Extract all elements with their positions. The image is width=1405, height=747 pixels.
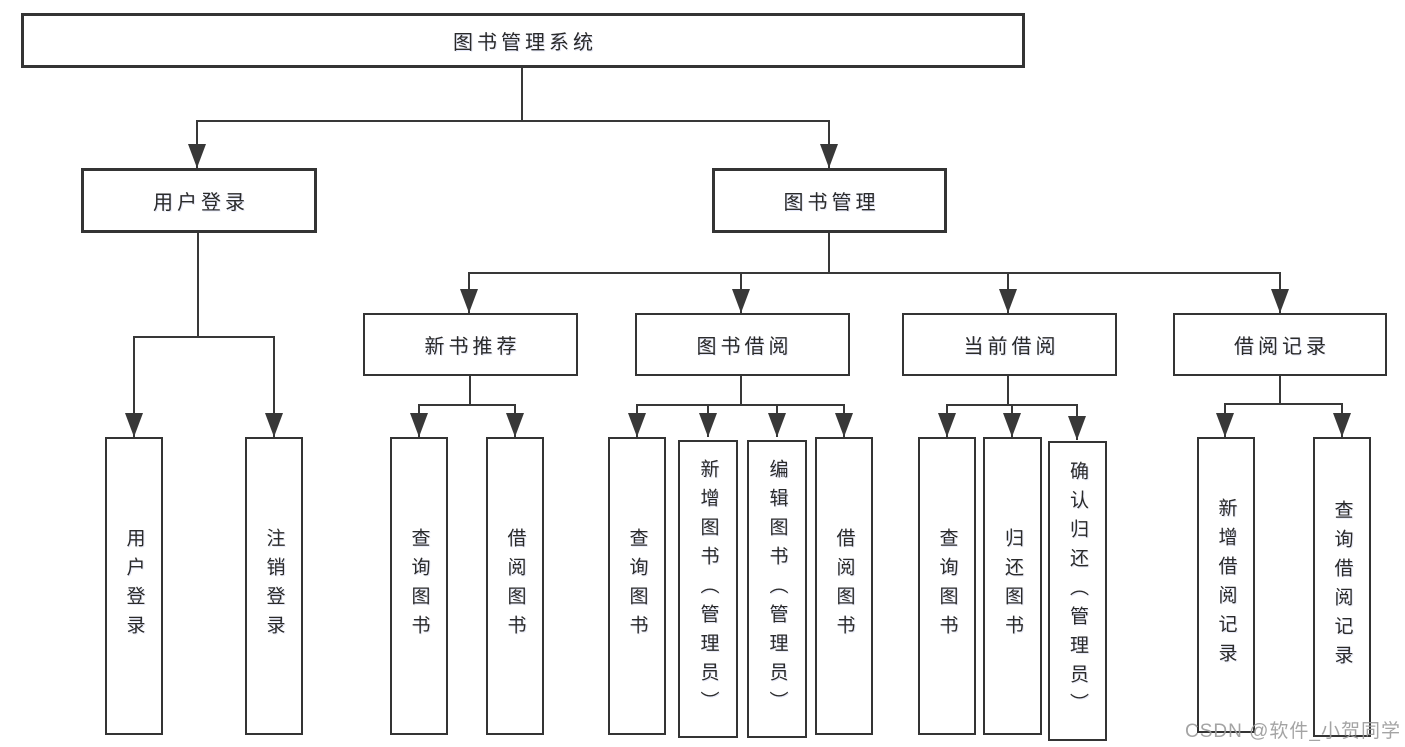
- connector-book-borrow-drop: [740, 376, 742, 406]
- leaf-return-book-label: 归还图书: [1002, 528, 1023, 644]
- leaf-borrow-books-1-label: 借阅图书: [504, 528, 526, 644]
- node-root-label: 图书管理系统: [453, 32, 597, 54]
- leaf-add-book-admin-label: 新增图书（管理员）: [697, 458, 719, 720]
- node-book-borrow-label: 图书借阅: [696, 336, 793, 358]
- arrow-to-book-borrow: [740, 272, 742, 313]
- leaf-query-books-1-label: 查询图书: [408, 528, 430, 644]
- arrow-to-leaf-edit-book: [776, 404, 778, 437]
- connector-book-borrow-spread: [636, 404, 845, 406]
- csdn-watermark: CSDN @软件_小贺同学: [1185, 721, 1401, 742]
- arrow-to-current-borrow: [1007, 272, 1009, 313]
- connector-new-book-spread: [418, 404, 516, 406]
- leaf-add-borrow-record: 新增借阅记录: [1197, 437, 1255, 733]
- leaf-confirm-return-admin-label: 确认归还（管理员）: [1067, 460, 1088, 722]
- arrow-to-leaf-logout: [273, 336, 275, 437]
- arrow-to-borrow-records: [1279, 272, 1281, 313]
- arrow-to-leaf-query-books-3: [946, 404, 948, 437]
- leaf-query-borrow-record-label: 查询借阅记录: [1331, 500, 1353, 674]
- leaf-user-login: 用户登录: [105, 437, 163, 735]
- leaf-query-books-2: 查询图书: [608, 437, 666, 735]
- leaf-add-borrow-record-label: 新增借阅记录: [1215, 498, 1237, 672]
- node-current-borrow: 当前借阅: [902, 313, 1117, 376]
- connector-root-spread: [196, 120, 830, 122]
- connector-book-mgmt-drop: [828, 233, 830, 274]
- arrow-to-leaf-query-books-2: [636, 404, 638, 437]
- leaf-borrow-books-2-label: 借阅图书: [833, 528, 855, 644]
- connector-new-book-drop: [469, 376, 471, 406]
- arrow-to-leaf-add-book: [707, 404, 709, 437]
- leaf-query-books-3: 查询图书: [918, 437, 976, 735]
- connector-user-login-spread: [133, 336, 275, 338]
- node-borrow-records-label: 借阅记录: [1234, 336, 1330, 358]
- node-root: 图书管理系统: [21, 13, 1025, 68]
- connector-book-mgmt-spread: [468, 272, 1281, 274]
- leaf-borrow-books-2: 借阅图书: [815, 437, 873, 735]
- leaf-logout: 注销登录: [245, 437, 303, 735]
- arrow-to-leaf-user-login: [133, 336, 135, 437]
- leaf-edit-book-admin-label: 编辑图书（管理员）: [766, 458, 788, 720]
- node-new-book-recommend-label: 新书推荐: [424, 336, 521, 358]
- arrow-to-book-management: [828, 120, 830, 168]
- leaf-return-book: 归还图书: [983, 437, 1042, 735]
- node-book-management-label: 图书管理: [783, 192, 880, 214]
- connector-current-borrow-drop: [1007, 376, 1009, 406]
- arrow-to-leaf-borrow-books-1: [514, 404, 516, 437]
- connector-root-drop: [521, 68, 523, 122]
- leaf-edit-book-admin: 编辑图书（管理员）: [747, 440, 807, 738]
- arrow-to-leaf-query-record: [1341, 403, 1343, 437]
- node-book-borrow: 图书借阅: [635, 313, 850, 376]
- arrow-to-leaf-return-book: [1011, 404, 1013, 437]
- leaf-add-book-admin: 新增图书（管理员）: [678, 440, 738, 738]
- leaf-query-books-1: 查询图书: [390, 437, 448, 735]
- connector-borrow-records-spread: [1224, 403, 1343, 405]
- node-user-login-label: 用户登录: [153, 192, 249, 214]
- arrow-to-user-login: [196, 120, 198, 168]
- leaf-logout-label: 注销登录: [263, 528, 285, 644]
- leaf-user-login-label: 用户登录: [123, 528, 145, 644]
- arrow-to-leaf-confirm-return: [1076, 404, 1078, 440]
- node-current-borrow-label: 当前借阅: [963, 336, 1060, 358]
- arrow-to-leaf-query-books-1: [418, 404, 420, 437]
- arrow-to-new-book-recommend: [468, 272, 470, 313]
- node-user-login: 用户登录: [81, 168, 317, 233]
- leaf-borrow-books-1: 借阅图书: [486, 437, 544, 735]
- connector-borrow-records-drop: [1279, 376, 1281, 405]
- node-new-book-recommend: 新书推荐: [363, 313, 578, 376]
- connector-user-login-drop: [197, 233, 199, 338]
- leaf-confirm-return-admin: 确认归还（管理员）: [1048, 441, 1107, 741]
- arrow-to-leaf-add-record: [1224, 403, 1226, 437]
- leaf-query-borrow-record: 查询借阅记录: [1313, 437, 1371, 737]
- node-borrow-records: 借阅记录: [1173, 313, 1387, 376]
- leaf-query-books-3-label: 查询图书: [936, 528, 958, 644]
- leaf-query-books-2-label: 查询图书: [626, 528, 648, 644]
- arrow-to-leaf-borrow-books-2: [843, 404, 845, 437]
- node-book-management: 图书管理: [712, 168, 947, 233]
